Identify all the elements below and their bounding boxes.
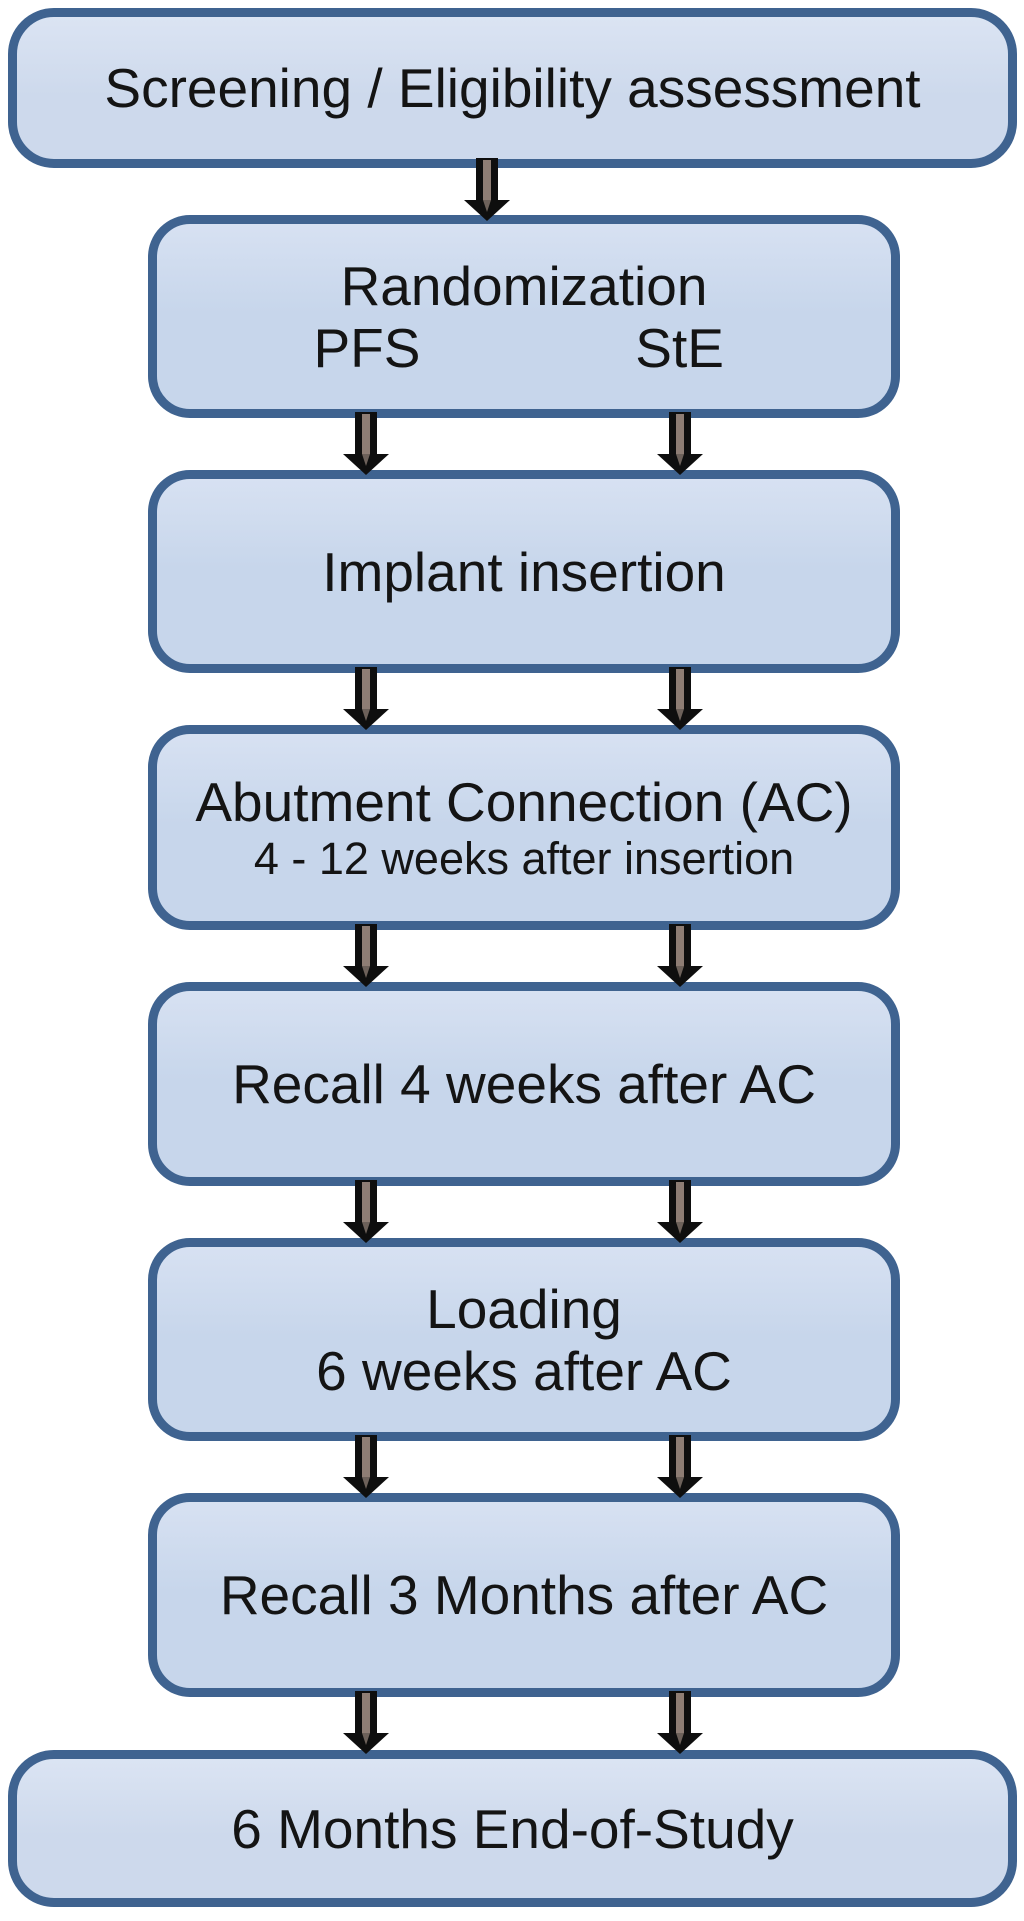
arm-label-pfs: PFS xyxy=(313,316,421,379)
box-implant-insertion: Implant insertion xyxy=(148,470,900,673)
box-abutment-connection-label: Abutment Connection (AC) xyxy=(195,770,853,833)
arm-label-ste: StE xyxy=(635,316,724,379)
box-randomization-label: Randomization xyxy=(340,254,708,317)
down-arrow-icon xyxy=(343,924,389,987)
box-screening-label: Screening / Eligibility assessment xyxy=(104,57,921,119)
down-arrow-icon xyxy=(343,1180,389,1243)
box-recall-3-months-label: Recall 3 Months after AC xyxy=(219,1564,829,1626)
box-abutment-connection-sublabel: 4 - 12 weeks after insertion xyxy=(253,832,795,884)
down-arrow-icon xyxy=(343,412,389,475)
box-loading-sublabel: 6 weeks after AC xyxy=(316,1339,732,1402)
down-arrow-icon xyxy=(657,924,703,987)
box-screening: Screening / Eligibility assessment xyxy=(8,8,1017,168)
down-arrow-icon xyxy=(343,1435,389,1498)
randomization-arms: PFS StE xyxy=(157,317,891,379)
down-arrow-icon xyxy=(464,158,510,221)
down-arrow-icon xyxy=(657,1180,703,1243)
box-abutment-connection: Abutment Connection (AC) 4 - 12 weeks af… xyxy=(148,725,900,930)
box-randomization: Randomization PFS StE xyxy=(148,215,900,418)
down-arrow-icon xyxy=(657,1435,703,1498)
down-arrow-icon xyxy=(343,1691,389,1754)
box-recall-4-weeks-label: Recall 4 weeks after AC xyxy=(232,1053,816,1115)
down-arrow-icon xyxy=(657,412,703,475)
box-end-of-study-label: 6 Months End-of-Study xyxy=(231,1797,794,1860)
box-implant-insertion-label: Implant insertion xyxy=(322,540,726,603)
box-recall-3-months: Recall 3 Months after AC xyxy=(148,1493,900,1697)
down-arrow-icon xyxy=(657,667,703,730)
down-arrow-icon xyxy=(343,667,389,730)
box-end-of-study: 6 Months End-of-Study xyxy=(8,1750,1017,1907)
box-loading: Loading 6 weeks after AC xyxy=(148,1238,900,1441)
down-arrow-icon xyxy=(657,1691,703,1754)
box-loading-label: Loading xyxy=(426,1277,622,1340)
box-recall-4-weeks: Recall 4 weeks after AC xyxy=(148,982,900,1186)
